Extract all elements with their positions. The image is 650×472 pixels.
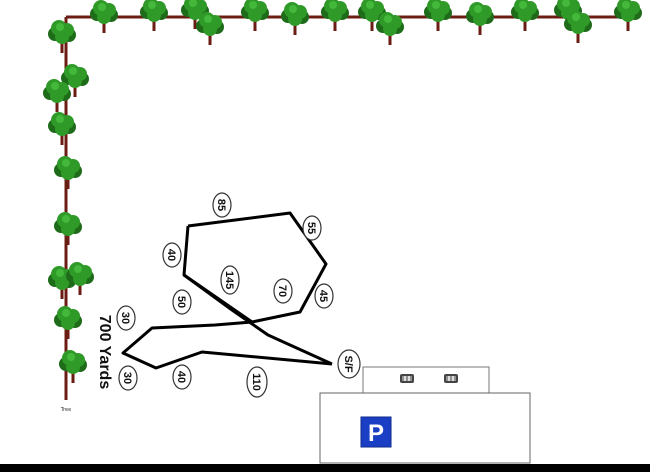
- distance-marker: 30: [119, 366, 137, 390]
- car-icon: [444, 374, 458, 383]
- tree-icon: [140, 0, 168, 31]
- distance-marker: 145: [221, 266, 239, 294]
- distance-marker: 45: [315, 284, 333, 308]
- start-finish-marker: S/F: [338, 350, 360, 378]
- svg-text:145: 145: [223, 271, 235, 289]
- distance-marker: 50: [173, 290, 191, 314]
- parking-sign-icon: P: [361, 417, 391, 447]
- tree-icon: [614, 0, 642, 31]
- parking-symbol: P: [368, 420, 384, 447]
- tree-icon: [241, 0, 269, 31]
- car-icon: [400, 374, 414, 383]
- svg-text:85: 85: [215, 199, 227, 211]
- tree-icon: [48, 112, 76, 145]
- tree-icon: [54, 156, 82, 189]
- tree-label: Tree: [60, 407, 71, 413]
- tree-icon: [424, 0, 452, 31]
- svg-text:S/F: S/F: [342, 355, 354, 372]
- svg-text:110: 110: [250, 373, 262, 391]
- tree-icon: [281, 2, 309, 35]
- course-route-return: [123, 322, 332, 368]
- left-tree-line: [43, 17, 94, 400]
- distance-marker: 110: [247, 367, 267, 397]
- top-tree-line: [66, 0, 642, 45]
- tree-icon: [54, 306, 82, 339]
- svg-text:50: 50: [175, 296, 187, 308]
- tree-icon: [196, 12, 224, 45]
- svg-text:30: 30: [121, 372, 133, 384]
- distance-marker: 85: [213, 193, 231, 217]
- distance-marker: 70: [274, 279, 292, 303]
- svg-text:40: 40: [165, 249, 177, 261]
- svg-text:40: 40: [175, 371, 187, 383]
- distance-marker: 40: [173, 365, 191, 389]
- course-distance-label: 700 Yards: [96, 315, 113, 390]
- tree-icon: [376, 12, 404, 45]
- tree-icon: [564, 10, 592, 43]
- svg-text:45: 45: [317, 290, 329, 302]
- svg-text:30: 30: [119, 312, 131, 324]
- tree-icon: [466, 2, 494, 35]
- tree-icon: [66, 262, 94, 295]
- distance-marker: 55: [303, 216, 321, 240]
- car-park-building: [320, 393, 530, 463]
- tree-icon: [511, 0, 539, 31]
- distance-marker: 30: [117, 306, 135, 330]
- distance-marker: 40: [163, 243, 181, 267]
- tree-icon: [54, 212, 82, 245]
- svg-text:55: 55: [305, 222, 317, 234]
- tree-icon: [321, 0, 349, 31]
- svg-text:70: 70: [276, 285, 288, 297]
- tree-icon: [90, 0, 118, 33]
- tree-icon: [59, 350, 87, 383]
- road: [0, 464, 650, 472]
- tree-icon: [48, 20, 76, 53]
- parking-area: [363, 367, 489, 393]
